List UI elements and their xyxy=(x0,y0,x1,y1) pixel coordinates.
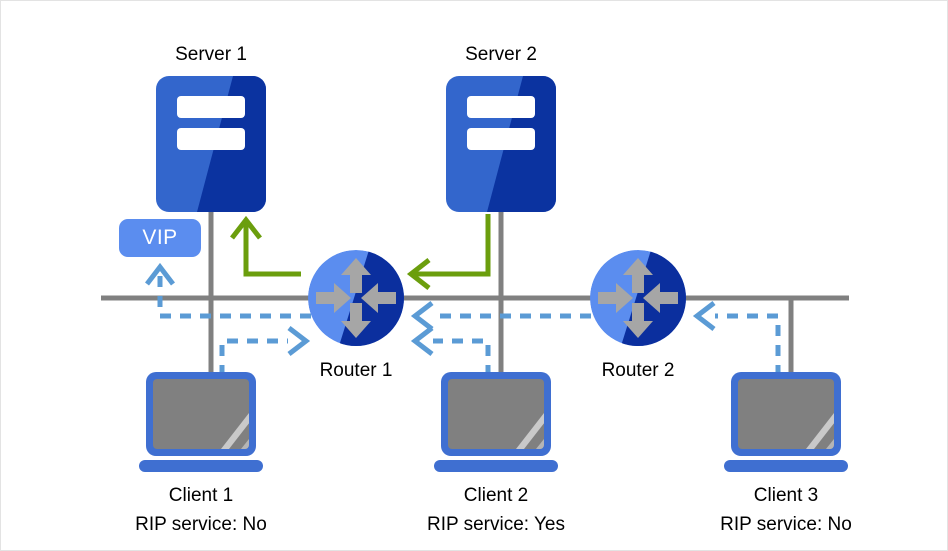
green-flow-group xyxy=(243,214,491,277)
client1-rip-status: RIP service: No xyxy=(135,514,267,535)
server1-bar-bottom xyxy=(177,128,245,150)
client2-screen-glare xyxy=(516,413,544,449)
router2-arrows xyxy=(598,258,678,338)
green-arrowhead-up xyxy=(230,215,262,240)
router2-icon[interactable] xyxy=(590,250,686,346)
client3-rip-status: RIP service: No xyxy=(720,514,852,535)
router1-arrows xyxy=(316,258,396,338)
blue-arrowhead-client2 xyxy=(410,326,434,356)
server1-icon[interactable] xyxy=(156,76,266,212)
blue-path-client3-to-router2 xyxy=(715,313,781,376)
vip-badge-label: VIP xyxy=(142,226,178,249)
green-path-server2-to-router1 xyxy=(413,214,491,277)
router1-icon[interactable] xyxy=(308,250,404,346)
cable-group xyxy=(101,212,849,379)
blue-path-router1-to-vip xyxy=(157,269,331,319)
blue-arrowheads xyxy=(145,262,716,356)
blue-arrowhead-client3 xyxy=(692,301,716,331)
client2-base xyxy=(434,460,558,472)
green-arrowheads xyxy=(230,215,431,290)
client3-base xyxy=(724,460,848,472)
client2-icon[interactable] xyxy=(434,372,558,472)
client2-rip-status: RIP service: Yes xyxy=(426,514,565,535)
blue-arrowhead-router2 xyxy=(410,301,434,331)
server2-icon[interactable] xyxy=(446,76,556,212)
green-path-router1-to-server1 xyxy=(243,222,301,277)
blue-path-client2-to-router1 xyxy=(433,338,491,376)
blue-path-client1-to-router1 xyxy=(219,338,288,376)
client3-icon[interactable] xyxy=(724,372,848,472)
client1-screen-glare xyxy=(221,413,249,449)
server1-bar-top xyxy=(177,96,245,118)
blue-arrowhead-client1 xyxy=(287,326,311,356)
client1-icon[interactable] xyxy=(139,372,263,472)
blue-arrowhead-vip xyxy=(145,262,175,286)
client3-screen-glare xyxy=(806,413,834,449)
server2-bar-bottom xyxy=(467,128,535,150)
vip-badge[interactable]: VIP xyxy=(119,219,201,257)
client1-base xyxy=(139,460,263,472)
blue-flow-group xyxy=(157,269,781,376)
green-arrowhead-left xyxy=(406,258,431,290)
server2-bar-top xyxy=(467,96,535,118)
